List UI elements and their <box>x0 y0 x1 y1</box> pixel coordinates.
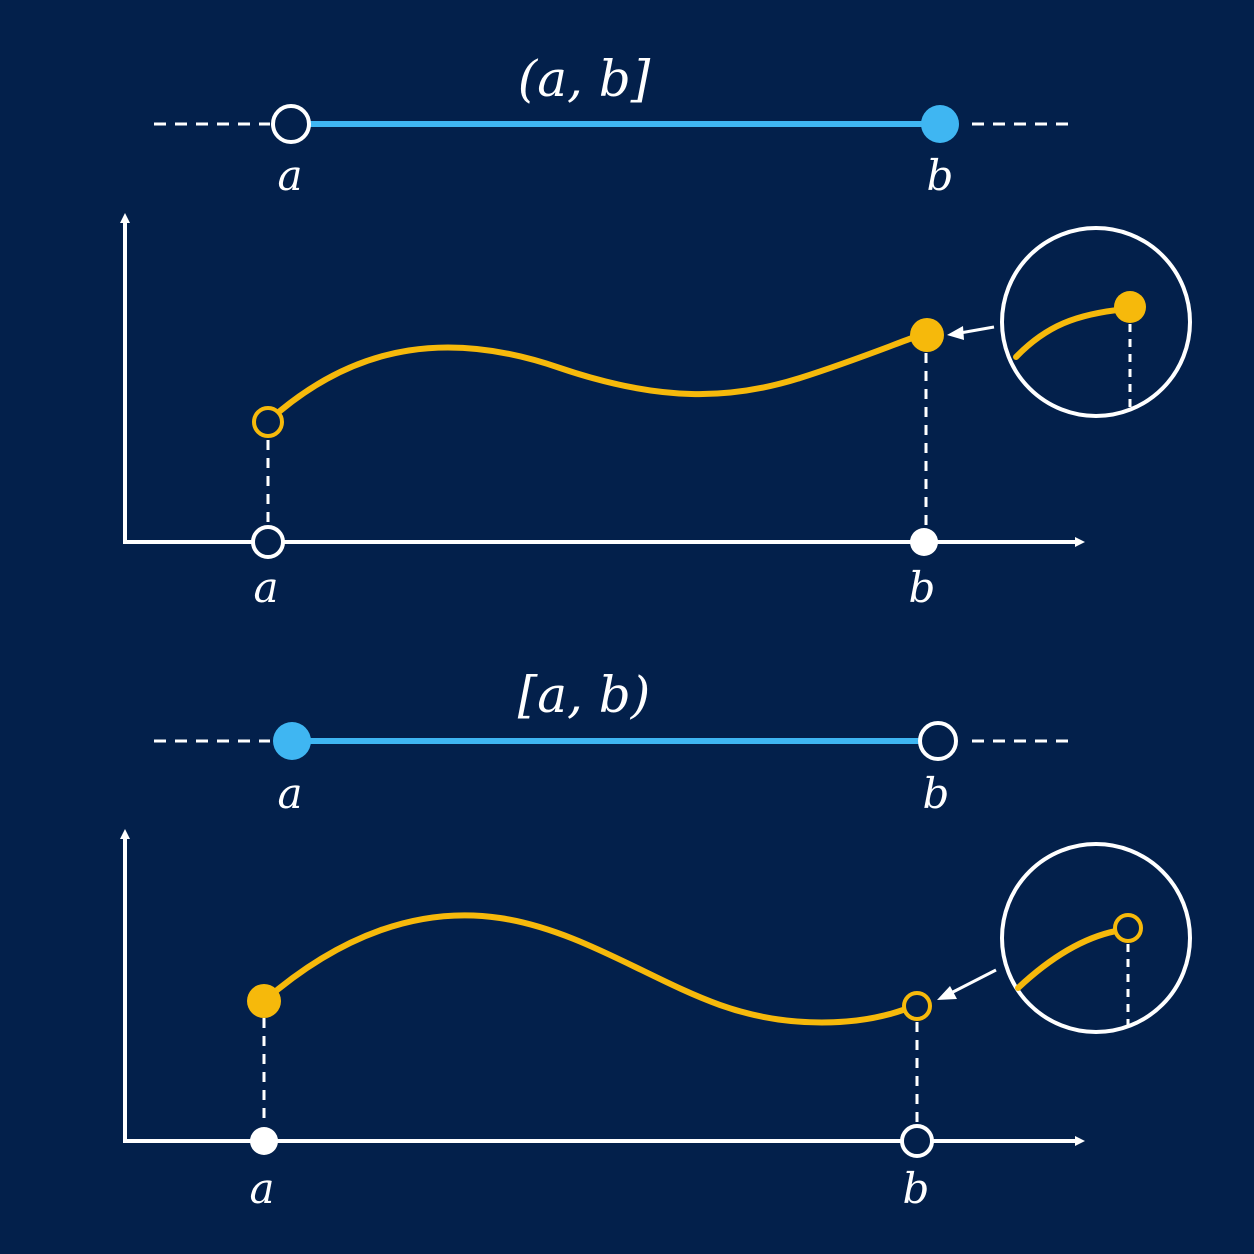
bottom-zoom-open-point <box>1113 913 1143 943</box>
top-axis-label-b: b <box>909 563 936 612</box>
bottom-closed-endpoint-a <box>273 722 311 760</box>
bottom-line-label-b: b <box>923 769 950 818</box>
bottom-axis-label-a: a <box>249 1164 274 1213</box>
bottom-curve-open-end <box>902 991 932 1021</box>
bottom-axis-open-b <box>900 1124 934 1158</box>
bottom-zoom-pointer-line <box>950 968 997 995</box>
bottom-graph: a b <box>120 829 1192 1213</box>
top-axis-open-a <box>251 525 285 559</box>
bottom-line-label-a: a <box>277 769 302 818</box>
top-function-curve <box>277 335 915 414</box>
bottom-interval-title: [a, b) <box>518 666 651 724</box>
bottom-axis-closed-a <box>250 1127 278 1155</box>
top-zoom-curve <box>1013 306 1129 360</box>
bottom-axis-label-b: b <box>903 1164 930 1213</box>
top-axis-closed-b <box>910 528 938 556</box>
top-number-line: (a, b] a b <box>154 50 1076 200</box>
bottom-open-endpoint-b <box>918 721 958 761</box>
top-curve-closed-end <box>910 318 944 352</box>
top-closed-endpoint-b <box>921 105 959 143</box>
top-zoom-closed-point <box>1114 291 1146 323</box>
bottom-zoom-pointer-arrowhead <box>937 986 957 1000</box>
top-zoom-pointer-line <box>959 325 995 335</box>
top-line-label-b: b <box>927 151 954 200</box>
top-axis-label-a: a <box>253 563 278 612</box>
top-open-endpoint-a <box>271 104 311 144</box>
bottom-number-line: [a, b) a b <box>154 666 1076 818</box>
top-line-label-a: a <box>277 151 302 200</box>
top-graph: a b <box>120 213 1192 612</box>
top-zoom-circle <box>1000 226 1192 418</box>
top-curve-open-start <box>252 406 284 438</box>
top-zoom-callout <box>947 226 1192 418</box>
top-zoom-pointer-arrowhead <box>947 326 964 340</box>
bottom-zoom-callout <box>937 842 1192 1034</box>
bottom-curve-closed-start <box>247 984 281 1018</box>
bottom-zoom-curve <box>1015 928 1119 991</box>
bottom-function-curve <box>261 912 906 1026</box>
top-interval-title: (a, b] <box>518 50 651 108</box>
